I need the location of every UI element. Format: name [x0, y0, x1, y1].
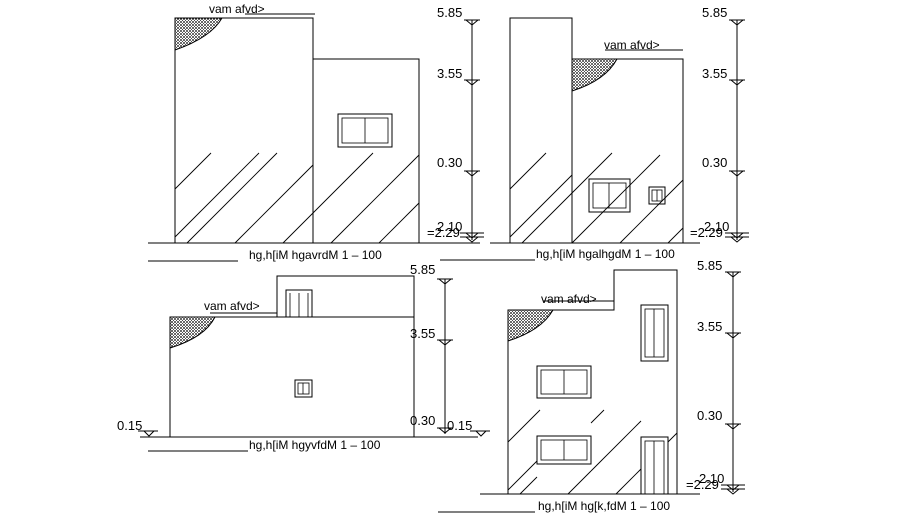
- level-label: 5.85: [410, 262, 435, 277]
- level-label: 3.55: [697, 319, 722, 334]
- vent-window: [294, 379, 313, 398]
- level-label: 5.85: [702, 5, 727, 20]
- drawing-title: hg,h[iM hgalhgdM 1 – 100: [536, 247, 675, 261]
- level-label: 5.85: [437, 5, 462, 20]
- door: [285, 289, 313, 318]
- elevation-front: vam afvd> hg,h[iM hgavrdM 1 – 100 5.85 3…: [148, 2, 484, 262]
- hatch-lines: [507, 409, 678, 495]
- level-dimensions: 5.85 3.55 0.30 2.10 =2.29: [427, 5, 484, 243]
- stone-cladding-patch: [571, 58, 618, 92]
- level-label: 3.55: [702, 66, 727, 81]
- material-callout: vam afvd>: [204, 299, 260, 313]
- window: [536, 435, 592, 465]
- window: [536, 365, 592, 399]
- stone-cladding-patch: [174, 17, 223, 51]
- level-label: 0.30: [702, 155, 727, 170]
- level-label: 0.15: [447, 418, 472, 433]
- hatch-lines: [174, 152, 420, 244]
- material-callout: vam afvd>: [604, 38, 660, 52]
- building-outline: [174, 17, 420, 243]
- level-label: 5.85: [697, 258, 722, 273]
- elevation-left: vam afvd> hg,h[iM hgyvfdM 1 – 100 5.85 3…: [117, 262, 490, 452]
- level-label: 0.15: [117, 418, 142, 433]
- stone-cladding-patch: [169, 316, 216, 349]
- level-label: 0.30: [437, 155, 462, 170]
- tall-window: [640, 304, 669, 362]
- door: [640, 436, 669, 495]
- elevation-rear: vam afvd> hg,h[iM hgalhgdM 1 – 100 5.85 …: [440, 5, 749, 261]
- level-label: 3.55: [437, 66, 462, 81]
- stone-cladding-patch: [507, 309, 554, 342]
- window: [588, 178, 631, 213]
- hatch-lines: [509, 152, 684, 244]
- material-callout: vam afvd>: [541, 292, 597, 306]
- level-label: 2.10: [704, 219, 729, 234]
- level-label: =2.29: [686, 477, 719, 492]
- level-label: =2.29: [690, 225, 723, 240]
- elevation-right: vam afvd> hg,h[iM hg[k,fdM 1 – 100 5.85 …: [438, 258, 745, 513]
- vent-window: [648, 186, 666, 205]
- level-dimensions: 5.85 3.55 0.30 2.10 =2.29: [690, 5, 749, 243]
- drawing-title: hg,h[iM hgyvfdM 1 – 100: [249, 438, 381, 452]
- level-label: 0.30: [410, 413, 435, 428]
- material-callout: vam afvd>: [209, 2, 265, 16]
- level-label: 3.55: [410, 326, 435, 341]
- drawing-title: hg,h[iM hg[k,fdM 1 – 100: [538, 499, 670, 513]
- window: [337, 113, 393, 148]
- level-dimensions: 5.85 3.55 0.30 2.10 =2.29: [686, 258, 745, 495]
- level-label: =2.29: [427, 225, 460, 240]
- building-outline: [509, 17, 684, 243]
- level-label: 2.10: [437, 219, 462, 234]
- level-dimensions: 5.85 3.55 0.30 0.15 0.15: [117, 262, 490, 437]
- level-label: 2.10: [699, 471, 724, 486]
- level-label: 0.30: [697, 408, 722, 423]
- drawing-title: hg,h[iM hgavrdM 1 – 100: [249, 248, 382, 262]
